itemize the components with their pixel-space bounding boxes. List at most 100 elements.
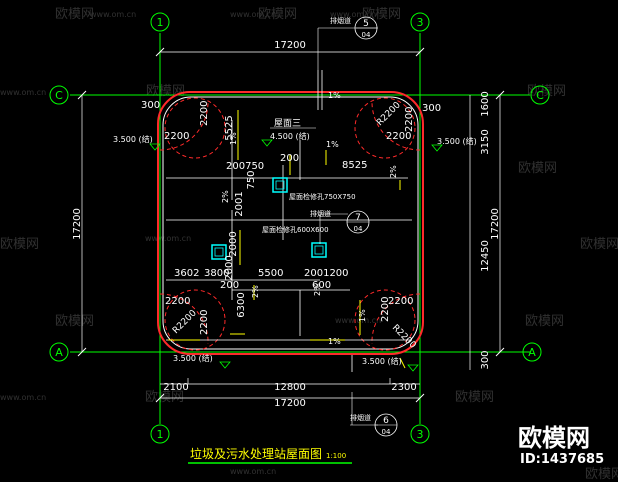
watermark-brand: 欧模网 [525,314,564,329]
dim-200750: 200750 [226,161,264,172]
brand-id: ID:1437685 [520,452,604,467]
watermark-url: www.om.cn [0,393,46,402]
callout-number: 6 [383,416,389,426]
grid-bubble-1-bottom: 1 [150,424,170,444]
axis-label: 3 [417,428,424,441]
callout-number: 5 [363,19,369,29]
watermark-brand: 欧模网 [55,7,94,22]
grid-bubble-A-left: A [49,342,69,362]
watermark-brand: 欧模网 [585,467,618,482]
drawing-scale: 1:100 [326,452,346,460]
roof-outline [157,91,424,355]
callout-6: 6 04 [350,392,398,437]
corner-arcs [159,97,421,351]
dim-corner-tl-h: 2200 [164,131,189,142]
grid-bubble-C-left: C [49,85,69,105]
watermark-brand: 欧模网 [146,84,185,99]
drawing-title: 垃圾及污水处理站屋面图 1:100 [188,446,352,464]
dim-2001: 2001 [234,191,245,216]
dim-2000-b: 2000 [224,255,235,280]
elevation-3500-br: 3.500 (结) [362,356,402,366]
pipe-note-2: 排烟道 [310,209,331,218]
dim-corner-tr-h: 2200 [386,131,411,142]
dim-3602: 3602 [174,268,199,279]
watermark-brand: 欧模网 [580,237,618,252]
watermark-brand: 欧模网 [145,390,184,405]
dim-right-1600: 1600 [480,91,491,116]
slope-label: 2% [251,285,260,298]
callout-sheet: 04 [354,225,363,233]
dim-corner-br-h: 2200 [388,296,413,307]
axis-label: C [536,89,544,102]
brand-logo: 欧模网 ID:1437685 [518,424,604,467]
elevation-3500-tl: 3.500 (结) [113,134,153,144]
slope-arrows [168,110,406,369]
slope-label: 1% [326,140,339,149]
roof-hatch-600 [311,242,327,258]
dim-offset-300-tr: 300 [422,103,441,114]
dim-8525: 8525 [342,160,367,171]
dim-600: 600 [312,280,331,291]
callout-5: 5 04 [317,16,378,70]
dim-2000-a: 2000 [228,231,239,256]
axis-label: A [528,346,536,359]
grid-bubble-C-right: C [530,85,550,105]
roof-labels: 屋面三 4.500 (结) 3.500 (结) 3.500 (结) 3.500 … [113,16,477,422]
hatch-750-label: 屋面检修孔750X750 [289,192,356,201]
dimension-ticks [77,47,505,403]
watermark-brand: 欧模网 [0,237,39,252]
dim-corner-tr-r: R2200 [375,100,403,128]
axis-label: 3 [417,16,424,29]
callout-number: 7 [355,213,361,223]
dim-offset-300-tl: 300 [141,100,160,111]
elevation-4500: 4.500 (结) [270,131,310,141]
slope-label: 2% [313,283,322,296]
slope-label: 1% [229,132,238,145]
watermark-brand: 欧模网 [455,390,494,405]
dim-corner-tl-v: 2200 [199,101,210,126]
roof-3-label: 屋面三 [274,118,301,129]
dim-bottom-mid: 12800 [274,382,306,393]
grid-lines [70,33,530,424]
dim-3800: 3800 [204,268,229,279]
slope-label: 1% [328,337,341,346]
dim-corner-br-v: 2200 [380,297,391,322]
watermark-url: www.om.cn [145,234,191,243]
dim-200: 200 [280,153,299,164]
watermark-brand: 欧模网 [55,314,94,329]
grid-bubble-3-top: 3 [410,12,430,32]
axis-label: 1 [157,428,164,441]
watermark-url: www.om.cn [335,316,381,325]
dim-left-total: 17200 [72,208,83,240]
dim-bottom-right: 2300 [391,382,416,393]
axis-label: C [55,89,63,102]
dim-bottom-total: 17200 [274,398,306,409]
callout-7: 7 04 [319,210,370,244]
dim-right-3150: 3150 [480,129,491,154]
dim-6300: 6300 [236,292,247,317]
slope-label: 2% [389,165,398,178]
slope-label: 2% [221,190,230,203]
elevation-3500-bl: 3.500 (结) [173,353,213,363]
dim-right-total: 17200 [490,208,501,240]
dim-right-12450: 12450 [480,240,491,272]
callout-sheet: 04 [382,428,391,436]
slope-label: 1% [358,309,367,322]
dim-2001200: 2001200 [304,268,349,279]
dimension-lines [81,51,501,399]
dim-right-300: 300 [480,350,491,369]
dim-750: 750 [246,170,257,189]
dim-bottom-left: 2100 [163,382,188,393]
slope-label: 1% [328,91,341,100]
dim-corner-bl-v: 2200 [199,310,210,335]
watermark-url: www.om.cn [90,10,136,19]
grid-bubble-A-right: A [522,342,542,362]
dim-200-b: 200 [220,280,239,291]
slope-text: 1% 2% 2% 1% 1% 1% 1% 2% 2% [221,91,398,346]
pipe-note-3: 排烟道 [350,413,371,422]
interior-lines [166,70,412,372]
grid-bubble-3-bottom: 3 [410,424,430,444]
watermark-brand: 欧模网 [527,84,566,99]
elevation-3500-tr: 3.500 (结) [437,136,477,146]
